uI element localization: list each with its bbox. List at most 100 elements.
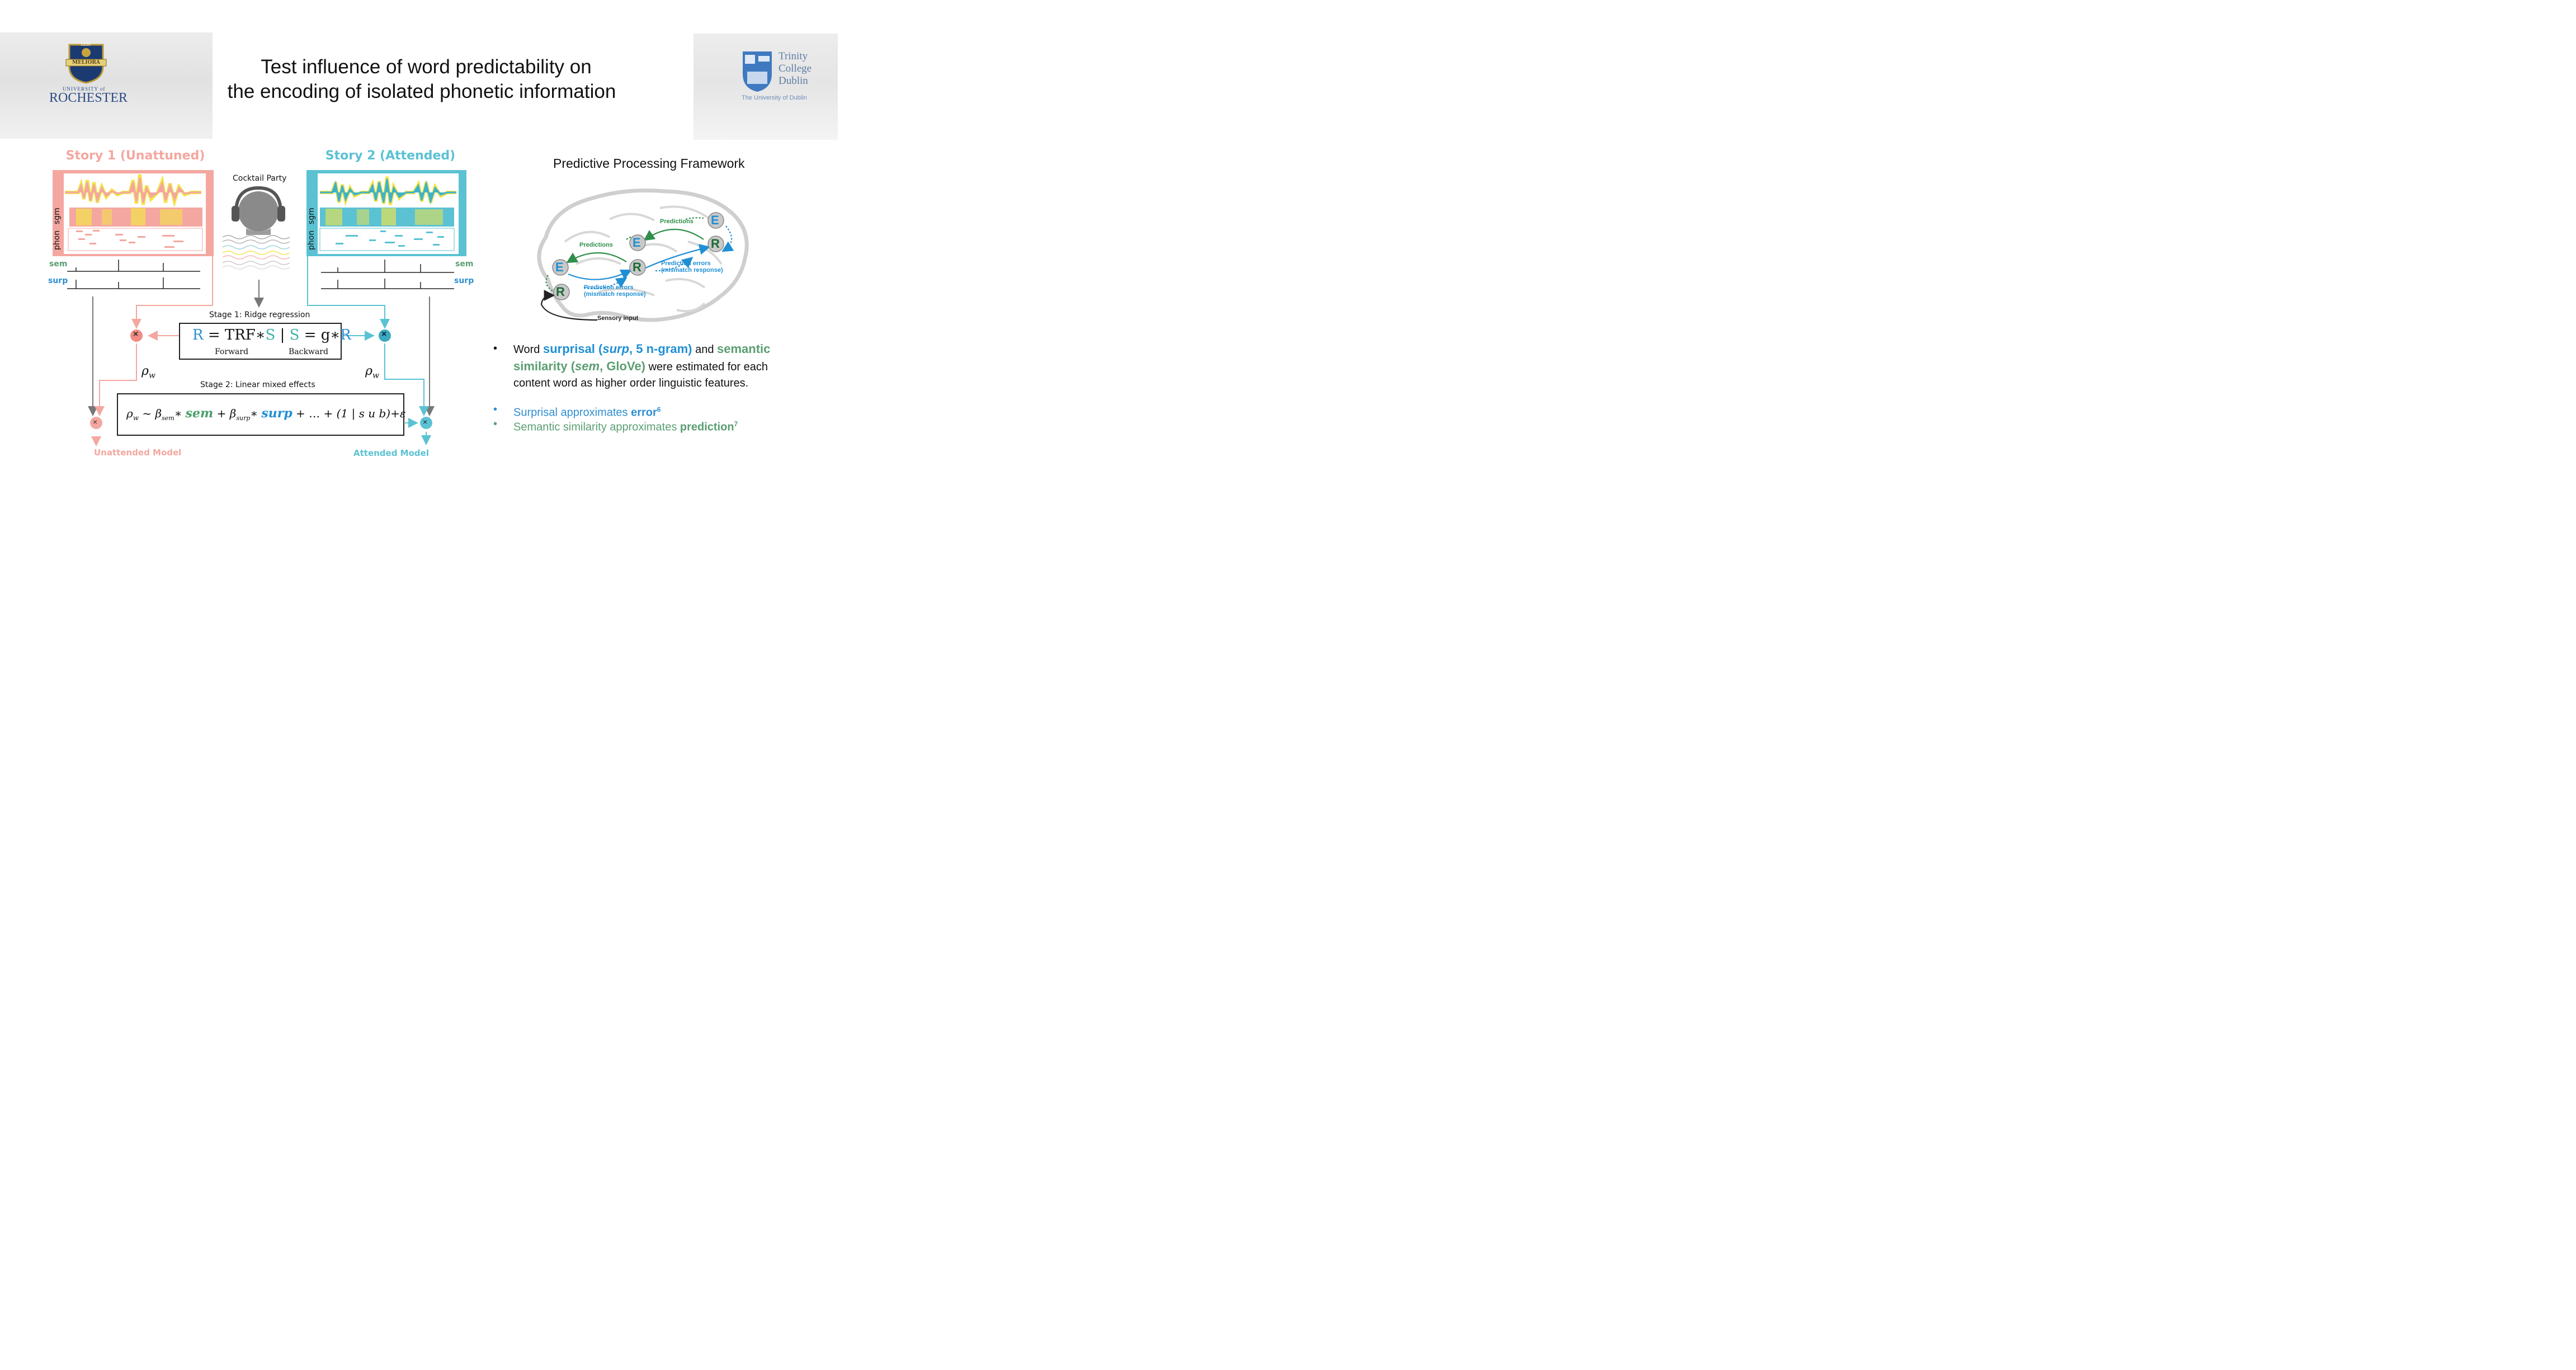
trinity-line1: Trinity — [779, 50, 808, 62]
bullet-3: Semantic similarity approximates predict… — [513, 416, 738, 436]
b1-pre: Word — [513, 343, 543, 356]
listener-head-icon — [232, 186, 285, 235]
trinity-crest — [743, 51, 772, 92]
rho-subscript: w — [148, 371, 155, 380]
stage2-equation: ρw ~ βsem∗ sem + βsurp∗ surp + … + (1 | … — [126, 406, 406, 422]
predictions-arrows — [566, 229, 704, 263]
trinity-line3: Dublin — [779, 75, 808, 87]
teal-flow — [307, 256, 431, 445]
sensory-input-label: Sensory input — [597, 315, 639, 322]
node-e-1 — [552, 259, 569, 276]
trinity-line2: College — [779, 63, 812, 74]
b3-sup: 7 — [734, 420, 738, 428]
b1-sem-rest: , GloVe) — [600, 359, 646, 373]
prediction-errors-text: Prediction errors — [661, 260, 711, 267]
node-r-3 — [707, 236, 724, 252]
story2-sem-label: sem — [455, 260, 474, 269]
trinity-subtitle: The University of Dublin — [742, 95, 807, 101]
node-r-1 — [553, 284, 570, 300]
b1-surp: surp — [602, 342, 630, 356]
story2-title: Story 2 (Attended) — [325, 149, 456, 163]
multiply-node-stage1-left — [130, 329, 143, 342]
bullet-2-marker: • — [493, 403, 498, 416]
b1-post2: content word as higher order linguistic … — [513, 377, 749, 389]
b2-sup: 6 — [657, 406, 661, 413]
b1-surprisal: surprisal ( — [542, 342, 603, 356]
node-r-2 — [629, 259, 646, 276]
rochester-line1: UNIVERSITY of — [63, 86, 106, 92]
node-e1-label: E — [555, 260, 564, 274]
bullet-1: Word surprisal (surp, 5 n-gram) and sema… — [513, 341, 827, 392]
story2-surp-trace — [321, 279, 454, 289]
multiply-node-stage2-right — [420, 417, 432, 429]
b1-surp-rest: , 5 n-gram) — [629, 342, 692, 356]
story2-label-phon: phon — [307, 230, 316, 250]
stage1-box — [179, 323, 342, 360]
framework-title: Predictive Processing Framework — [553, 156, 745, 171]
story1-sem-trace — [67, 260, 200, 272]
prediction-error-dotted — [583, 225, 734, 290]
story2-label-sgm: sgm — [307, 208, 316, 224]
node-e2-label: E — [633, 236, 641, 249]
story1-label-phon: phon — [53, 230, 62, 250]
story1-surp-trace — [67, 277, 200, 289]
pink-flow — [91, 256, 213, 446]
rochester-line2: ROCHESTER — [49, 91, 128, 105]
multiply-glyph-4: × — [423, 417, 428, 426]
story1-label-sgm: sgm — [53, 208, 62, 224]
node-r3-label: R — [711, 237, 720, 251]
pipeline-diagram — [53, 170, 466, 446]
node-e-3 — [707, 212, 724, 229]
rho-subscript: w — [372, 371, 379, 380]
slide-title-line2: the encoding of isolated phonetic inform… — [227, 81, 616, 102]
attended-model-label: Attended Model — [353, 448, 429, 458]
story1-title: Story 1 (Unattuned) — [65, 149, 205, 163]
b1-sem: sem — [575, 359, 600, 373]
b3-text: Semantic similarity approximates — [513, 421, 680, 434]
prediction-errors-text: Prediction errors — [584, 284, 634, 291]
mismatch-response-text: (mismatch response) — [661, 267, 723, 274]
bullet-2: Surprisal approximates error6 — [513, 402, 660, 421]
node-r2-label: R — [633, 260, 641, 274]
brain-outline — [537, 189, 749, 322]
sensory-input-arrow — [540, 290, 598, 321]
rochester-year: 1830 — [81, 43, 91, 47]
rho-right: ρw — [365, 364, 379, 380]
b3-bold: prediction — [680, 421, 734, 434]
rho-left: ρw — [141, 364, 155, 380]
multiply-glyph-3: × — [93, 417, 98, 426]
story2-waveform — [320, 176, 456, 206]
story1-sem-label: sem — [49, 260, 68, 269]
cocktail-party-label: Cocktail Party — [233, 174, 287, 183]
stage1-forward-label: Forward — [215, 347, 249, 356]
rochester-seal — [65, 44, 107, 84]
rochester-motto: MELIORA — [72, 60, 100, 65]
stage1-backward-label: Backward — [289, 347, 328, 356]
stage2-box — [117, 393, 404, 436]
b1-semantic: semantic — [717, 342, 771, 356]
node-e-2 — [629, 234, 646, 251]
prediction-errors-label-1: Prediction errors (mismatch response) — [584, 284, 646, 298]
b1-and: and — [692, 343, 717, 356]
b1-similarity: similarity ( — [513, 359, 575, 373]
bullet-1-marker: • — [493, 342, 498, 355]
rho-symbol: ρ — [365, 364, 372, 378]
predictions-label-1: Predictions — [579, 242, 613, 248]
story1-phonemes — [68, 228, 203, 251]
slide-title-line1: Test influence of word predictability on — [261, 56, 592, 78]
bullet-3-marker: • — [493, 418, 498, 430]
b1-post1: were estimated for each — [645, 361, 768, 373]
sound-waves-icon — [222, 235, 290, 270]
stage1-equation: R = TRF∗S | S = g∗R — [192, 327, 351, 343]
header-photo-left — [0, 32, 213, 139]
unattended-model-label: Unattended Model — [94, 448, 182, 458]
brain-diagram — [537, 189, 749, 322]
prediction-errors-label-2: Prediction errors (mismatch response) — [661, 260, 723, 274]
rochester-logo: 1830 MELIORA UNIVERSITY of ROCHESTER — [47, 40, 128, 107]
b2-bold: error — [631, 406, 657, 419]
stage2-title: Stage 2: Linear mixed effects — [200, 380, 315, 389]
story2-surp-label: surp — [454, 276, 474, 285]
story1-panel — [53, 170, 214, 256]
rho-symbol: ρ — [141, 364, 149, 378]
story2-spectrogram — [320, 208, 454, 227]
